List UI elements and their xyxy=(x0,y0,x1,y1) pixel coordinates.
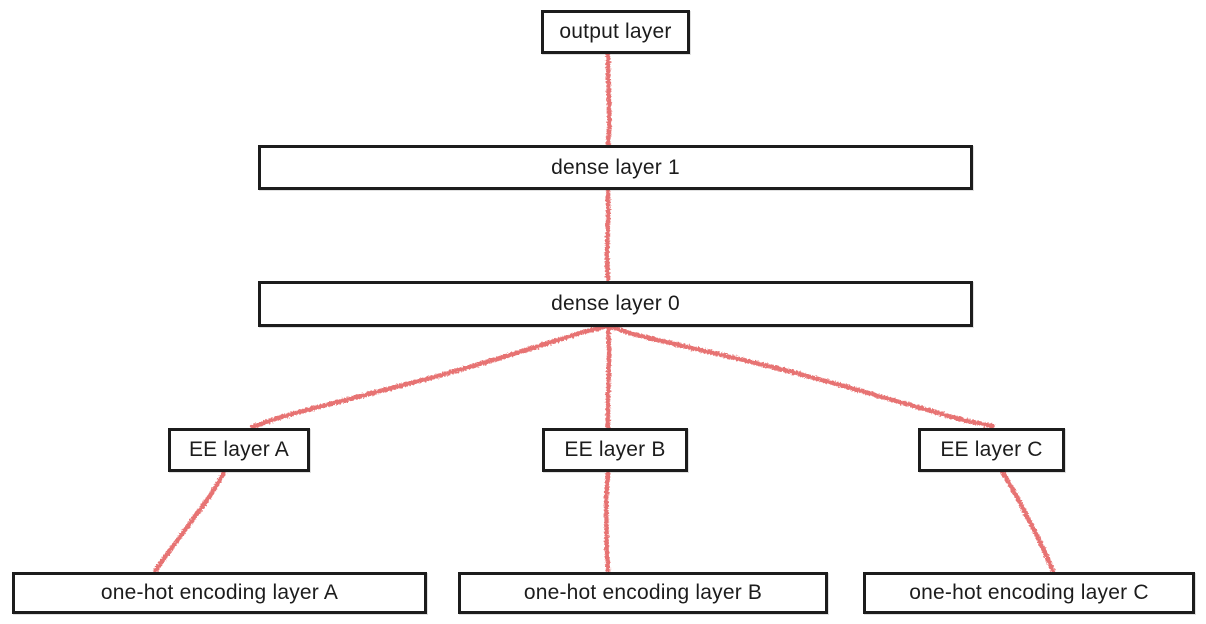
node-one-hot-encoding-layer-a: one-hot encoding layer A xyxy=(12,572,427,614)
node-dense-layer-0: dense layer 0 xyxy=(258,281,973,327)
node-label: one-hot encoding layer A xyxy=(100,581,339,604)
node-one-hot-encoding-layer-c: one-hot encoding layer C xyxy=(863,572,1195,614)
edge-output-layer-to-dense-layer-1 xyxy=(605,51,612,148)
node-one-hot-encoding-layer-b: one-hot encoding layer B xyxy=(458,572,828,614)
node-ee-layer-b: EE layer B xyxy=(542,428,688,472)
edge-ee-layer-c-to-one-hot-encoding-layer-c xyxy=(1000,470,1056,574)
edge-ee-layer-a-to-one-hot-encoding-layer-a xyxy=(152,470,227,574)
edge-dense-layer-0-to-ee-layer-a xyxy=(249,323,611,430)
node-dense-layer-1: dense layer 1 xyxy=(258,145,973,190)
node-output-layer: output layer xyxy=(541,10,690,54)
node-label: one-hot encoding layer B xyxy=(523,581,763,604)
node-label: EE layer A xyxy=(188,438,290,461)
node-label: dense layer 0 xyxy=(551,292,680,315)
node-ee-layer-c: EE layer C xyxy=(918,428,1065,472)
edge-dense-layer-1-to-dense-layer-0 xyxy=(604,187,611,284)
node-label: dense layer 1 xyxy=(551,155,680,179)
node-label: output layer xyxy=(559,20,672,43)
edge-dense-layer-0-to-ee-layer-b xyxy=(605,323,612,430)
node-label: EE layer C xyxy=(940,438,1043,461)
edge-ee-layer-b-to-one-hot-encoding-layer-b xyxy=(604,470,611,574)
node-label: one-hot encoding layer C xyxy=(909,581,1149,604)
node-label: EE layer B xyxy=(564,438,666,461)
edge-dense-layer-0-to-ee-layer-c xyxy=(605,323,996,429)
node-ee-layer-a: EE layer A xyxy=(168,428,310,472)
